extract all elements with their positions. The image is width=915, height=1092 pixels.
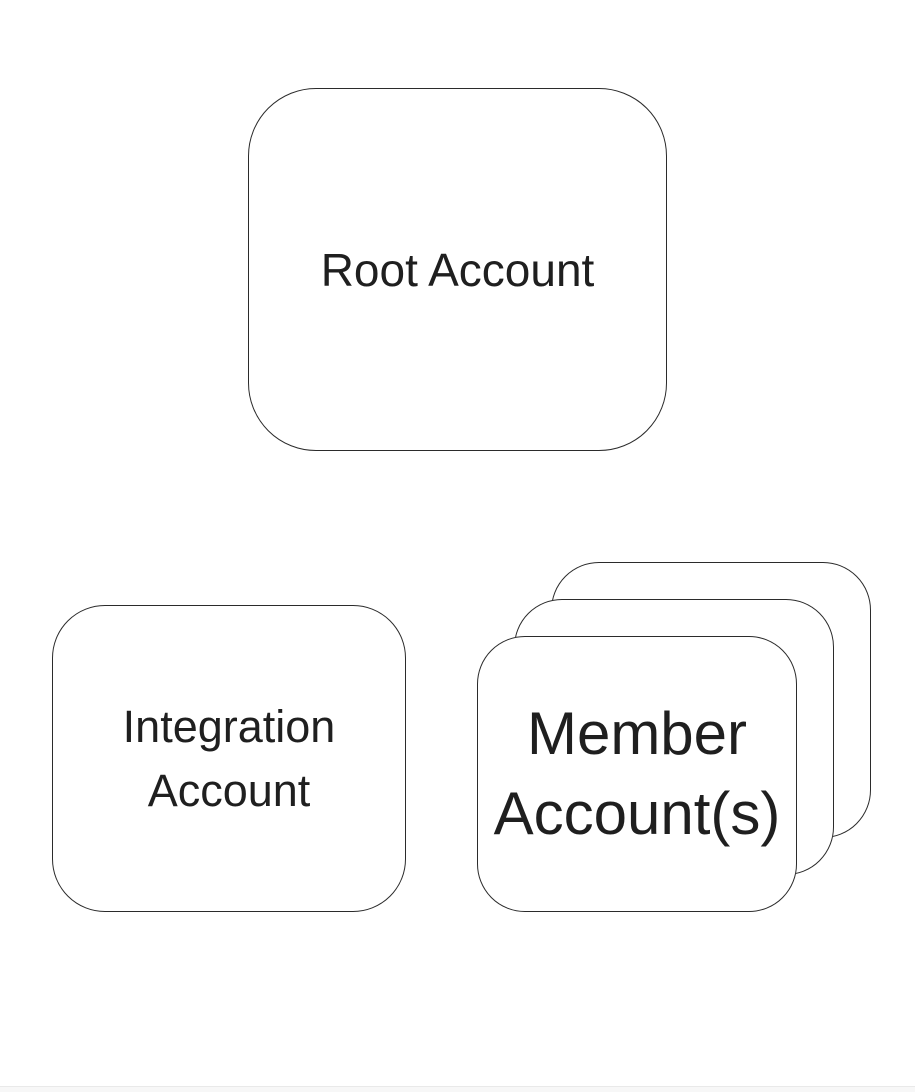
node-member-accounts: Member Account(s): [477, 636, 797, 912]
page-bottom-divider: [0, 1086, 915, 1092]
member-accounts-label-line2: Account(s): [493, 780, 781, 847]
member-accounts-label-line1: Member: [526, 700, 748, 767]
root-account-label: Root Account: [320, 243, 595, 296]
node-integration-account: Integration Account: [52, 605, 406, 912]
integration-account-label-line2: Account: [147, 764, 311, 816]
node-root-account: Root Account: [248, 88, 667, 451]
integration-account-label-line1: Integration: [122, 700, 336, 752]
